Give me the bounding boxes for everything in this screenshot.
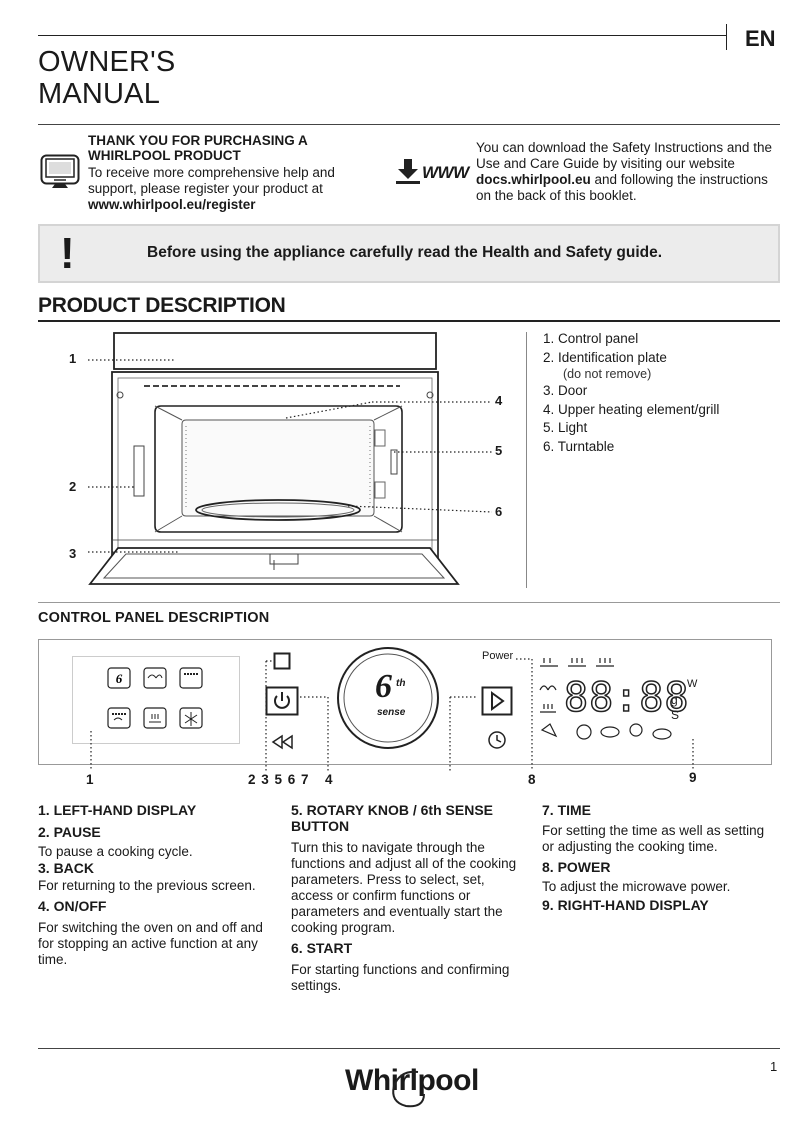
control-panel-leaders [90,658,694,771]
part-3: 3. Door [543,383,588,398]
header-tick [726,24,727,50]
download-icon [396,159,420,184]
part-4: 4. Upper heating element/grill [543,401,720,417]
knob-th-label: th [396,678,406,689]
knob-6-label: 6 [375,668,392,705]
part-2-note: (do not remove) [563,367,652,381]
part-2: 2. Identification plate [543,349,667,365]
start-icon[interactable] [481,686,513,716]
desc-heading-5: 5. ROTARY KNOB / 6th SENSE BUTTON [291,802,493,834]
callout-4: 4 [495,393,503,408]
download-text-1: You can download the Safety Instructions… [476,140,772,171]
title-line-2: MANUAL [38,78,161,110]
left-display[interactable]: 6 [72,656,240,744]
desc-text-3: For returning to the previous screen. [38,878,256,893]
page-title: OWNER'S MANUAL [38,46,175,110]
unit-w: W [687,678,698,690]
download-text-2: and following the instructions on the ba… [476,172,768,203]
warning-icon: ! [60,229,75,278]
cp-number-9: 9 [689,770,697,785]
desc-heading-4: 4. ON/OFF [38,898,107,914]
header-rule [38,35,726,36]
desc-heading-3: 3. BACK [38,860,95,876]
part-6: 6. Turntable [543,438,615,454]
back-icon[interactable] [270,734,296,750]
section-divider [38,124,780,125]
desc-heading-2: 2. PAUSE [38,824,101,840]
thanks-heading: THANK YOU FOR PURCHASING A WHIRLPOOL PRO… [88,133,308,163]
digital-readout: 88:88 [563,675,690,721]
control-panel-box [38,639,772,765]
title-line-1: OWNER'S [38,46,176,78]
docs-link[interactable]: docs.whirlpool.eu [476,172,591,187]
desc-text-6: For starting functions and confirming se… [291,962,510,993]
cp-number-2: 2 3 5 6 7 [248,772,310,787]
monitor-icon [40,154,80,188]
cp-number-4: 4 [325,772,333,787]
unit-g: g [671,693,678,707]
desc-heading-8: 8. POWER [542,859,611,875]
description-column-2: 5. ROTARY KNOB / 6th SENSE BUTTON Turn t… [291,802,526,998]
thanks-body: To receive more comprehensive help and s… [88,165,335,196]
callout-2: 2 [69,479,77,494]
power-label: Power [482,650,514,662]
product-description-title: PRODUCT DESCRIPTION [38,294,286,317]
download-text: You can download the Safety Instructions… [476,140,781,204]
svg-text:6: 6 [116,671,123,686]
page-number: 1 [770,1059,778,1074]
desc-text-5: Turn this to navigate through the functi… [291,840,517,935]
right-display[interactable] [536,652,706,748]
desc-text-8: To adjust the microwave power. [542,879,731,894]
desc-heading-7: 7. TIME [542,802,592,818]
callout-3: 3 [69,546,77,561]
oven-diagram [88,332,493,585]
thanks-text: To receive more comprehensive help and s… [88,165,368,213]
knob-sense-label: sense [377,707,406,718]
description-column-1: 1. LEFT-HAND DISPLAY 2. PAUSE To pause a… [38,802,278,972]
cp-number-8: 8 [528,772,536,787]
product-description-rule [38,320,780,322]
description-column-3: 7. TIME For setting the time as well as … [542,802,772,913]
pause-icon[interactable] [273,652,291,670]
footer-rule [38,1048,780,1049]
rotary-knob[interactable] [336,646,440,750]
part-1: 1. Control panel [543,331,639,346]
callout-6: 6 [495,504,503,519]
warning-text: Before using the appliance carefully rea… [147,244,663,261]
desc-text-2: To pause a cooking cycle. [38,844,193,859]
warning-box [38,224,780,283]
desc-text-7: For setting the time as well as setting … [542,823,765,854]
desc-heading-6: 6. START [291,940,353,956]
www-label: WWW [422,163,469,182]
whirlpool-logo: Whirlpool [345,1064,479,1097]
desc-text-4: For switching the oven on and off and fo… [38,920,263,967]
control-panel-title: CONTROL PANEL DESCRIPTION [38,610,270,626]
parts-list: 1. Control panel 2. Identification plate… [543,330,719,456]
time-icon[interactable] [487,730,507,750]
unit-s: S [671,708,680,722]
control-panel-rule [38,602,780,603]
desc-heading-9: 9. RIGHT-HAND DISPLAY [542,897,709,913]
parts-divider [526,332,527,588]
desc-heading-1: 1. LEFT-HAND DISPLAY [38,802,197,818]
language-label: EN [745,26,776,51]
part-5: 5. Light [543,420,588,435]
logo-swoosh [392,1070,425,1108]
cp-number-1: 1 [86,772,94,787]
register-link[interactable]: www.whirlpool.eu/register [88,197,256,212]
callout-5: 5 [495,443,503,458]
callout-1: 1 [69,351,77,366]
